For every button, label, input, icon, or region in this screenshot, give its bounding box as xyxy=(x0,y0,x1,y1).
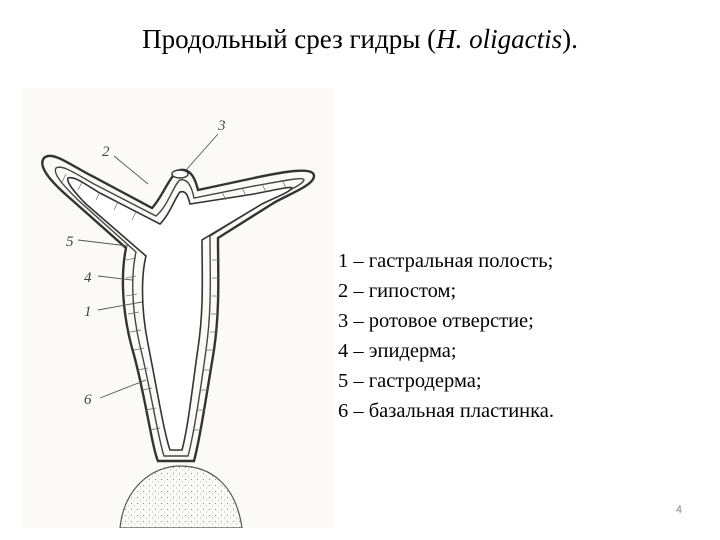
legend-item: 1 – гастральная полость; xyxy=(338,250,554,272)
callout-1: 1 xyxy=(84,304,92,320)
callout-line-5 xyxy=(77,239,129,247)
epidermis-hatching xyxy=(61,173,287,431)
legend-item: 3 – ротовое отверстие; xyxy=(338,310,534,332)
callout-line-3 xyxy=(185,133,219,171)
callout-line-6 xyxy=(99,379,147,399)
legend-list: 1 – гастральная полость; 2 – гипостом; 3… xyxy=(338,246,554,426)
title-suffix: ). xyxy=(562,24,578,54)
callout-line-1 xyxy=(97,301,143,311)
callout-2: 2 xyxy=(102,144,110,160)
title-prefix: Продольный срез гидры ( xyxy=(142,24,437,54)
legend-item: 5 – гастродерма; xyxy=(338,370,482,392)
callout-3: 3 xyxy=(217,118,226,134)
callout-lines xyxy=(77,133,219,399)
title-species: H. oligactis xyxy=(436,24,563,54)
substrate-mound xyxy=(119,465,243,528)
slide-title: Продольный срез гидры (H. oligactis). xyxy=(0,22,720,56)
callout-6: 6 xyxy=(84,392,92,408)
callout-4: 4 xyxy=(84,270,92,286)
legend-item: 6 – базальная пластинка. xyxy=(338,400,555,422)
hydra-diagram: 3 2 5 4 1 6 xyxy=(22,88,334,528)
callout-line-2 xyxy=(113,155,149,185)
callout-line-4 xyxy=(97,275,133,281)
legend-item: 4 – эпидерма; xyxy=(338,340,457,362)
body-middle-contour xyxy=(54,166,305,457)
gastral-cavity-wall xyxy=(66,176,293,451)
hydra-section-figure: 3 2 5 4 1 6 xyxy=(22,88,334,528)
callout-5: 5 xyxy=(66,234,74,250)
legend-item: 2 – гипостом; xyxy=(338,280,457,302)
mouth-opening xyxy=(171,169,189,179)
page-number: 4 xyxy=(675,504,682,516)
